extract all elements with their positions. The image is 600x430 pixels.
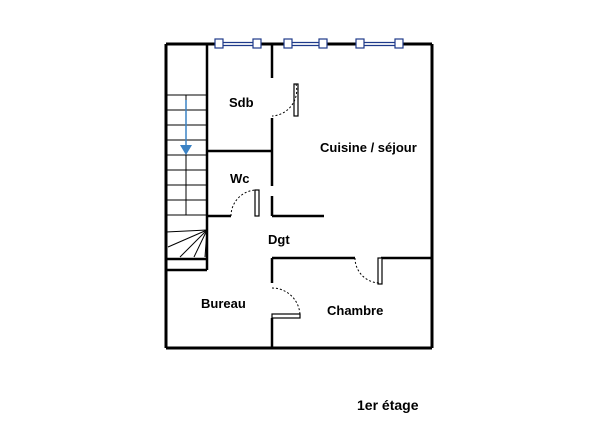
floor-caption: 1er étage xyxy=(357,397,419,413)
stair-down-arrow-icon xyxy=(180,100,192,155)
room-label-bureau: Bureau xyxy=(201,296,246,311)
door-swing-icon xyxy=(230,83,383,319)
window-icon xyxy=(214,38,404,49)
room-label-sdb: Sdb xyxy=(229,95,254,110)
room-label-dgt: Dgt xyxy=(268,232,290,247)
interior-walls xyxy=(166,44,432,348)
room-label-chambre: Chambre xyxy=(327,303,384,318)
room-label-wc: Wc xyxy=(230,171,250,186)
room-label-cuisine-sejour: Cuisine / séjour xyxy=(320,140,417,155)
